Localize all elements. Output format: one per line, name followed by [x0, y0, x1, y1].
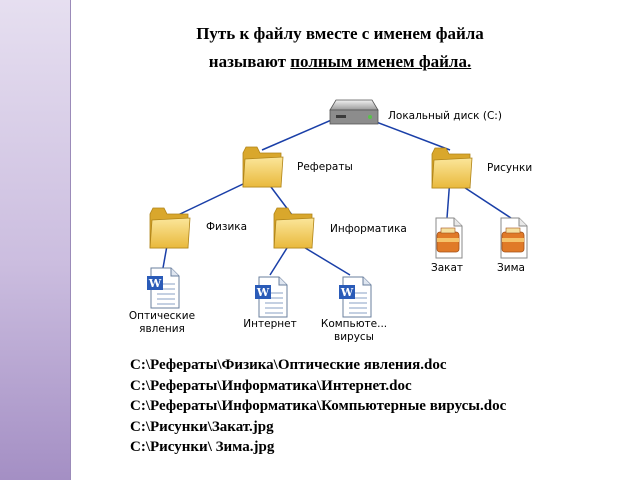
full-path-item: C:\Рефераты\Информатика\Компьютерные вир… — [130, 398, 507, 414]
file-tree-diagram: W Локальный диск (C:) Рефераты Рисунки — [129, 99, 532, 343]
word-document-icon — [254, 276, 288, 318]
title-line-2-underlined: полным именем файла. — [290, 52, 472, 71]
folder-label-informatika: Информатика — [330, 223, 407, 235]
hard-drive-icon — [329, 99, 379, 125]
full-path-item: C:\Рефераты\Информатика\Интернет.doc — [130, 377, 412, 394]
folder-icon — [273, 207, 315, 249]
full-path-list: C:\Рефераты\Физика\Оптические явления.do… — [130, 355, 506, 458]
folder-icon — [431, 147, 473, 189]
file-label-opticheskie-line1: Оптические — [129, 310, 195, 322]
folder-label-fizika: Физика — [206, 221, 247, 233]
image-file-icon — [500, 217, 528, 259]
folder-label-risunki: Рисунки — [487, 162, 532, 174]
folder-icon — [242, 146, 284, 188]
word-document-icon — [146, 267, 180, 309]
side-strip-border — [70, 0, 71, 480]
word-document-icon — [338, 276, 372, 318]
image-file-icon — [435, 217, 463, 259]
folder-label-referaty: Рефераты — [297, 161, 353, 173]
file-label-kompyuternye-line1: Компьюте... — [321, 318, 387, 330]
decorative-side-strip — [0, 0, 70, 480]
folder-icon — [149, 207, 191, 249]
title-line-2: называют полным именем файла. — [100, 52, 580, 72]
full-path-item: C:\Рефераты\Физика\Оптические явления.do… — [130, 357, 447, 373]
title-line-1: Путь к файлу вместе с именем файла — [196, 24, 484, 43]
full-path-item: C:\Рисунки\Закат.jpg — [130, 418, 274, 435]
root-drive-label: Локальный диск (C:) — [388, 110, 502, 122]
file-label-kompyuternye-line2: вирусы — [334, 331, 374, 343]
file-label-opticheskie-line2: явления — [139, 323, 185, 335]
file-label-zakat: Закат — [431, 262, 463, 274]
title-line-2-prefix: называют — [208, 52, 291, 71]
file-label-internet: Интернет — [243, 318, 296, 330]
file-label-zima: Зима — [497, 262, 525, 274]
full-path-item: C:\Рисунки\ Зима.jpg — [130, 439, 275, 455]
